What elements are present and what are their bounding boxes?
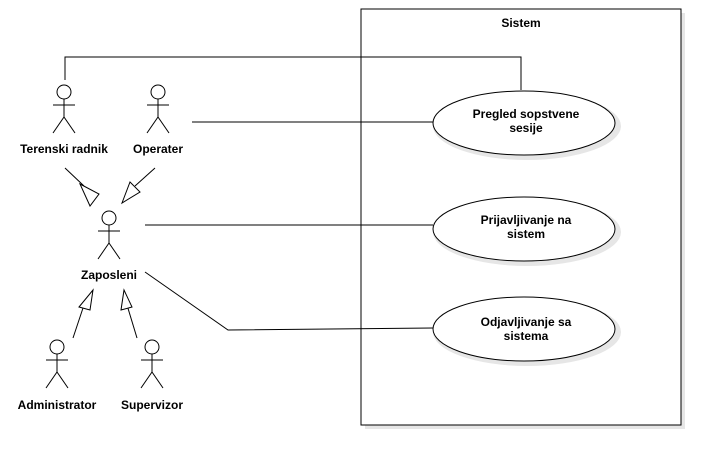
use-case-pregled-line2: sesije bbox=[509, 121, 543, 135]
association-zaposleni-odjavljivanje bbox=[144, 271, 434, 331]
actor-label-supervizor: Supervizor bbox=[121, 398, 183, 412]
use-case-odjavljivanje: Odjavljivanje sa sistema bbox=[432, 296, 621, 366]
actor-administrator bbox=[45, 339, 69, 389]
actor-zaposleni bbox=[97, 210, 121, 260]
association-terenski-pregled bbox=[64, 56, 522, 90]
actor-head bbox=[150, 84, 166, 100]
generalization-terenski-zaposleni bbox=[64, 167, 100, 207]
actor-head bbox=[144, 339, 160, 355]
actor-supervizor bbox=[140, 339, 164, 389]
actor-label-operater: Operater bbox=[133, 142, 183, 156]
actor-operater bbox=[146, 84, 170, 134]
use-case-odjavljivanje-line2: sistema bbox=[504, 329, 549, 343]
generalization-supervizor-zaposleni bbox=[120, 288, 138, 339]
generalization-administrator-zaposleni bbox=[72, 288, 94, 339]
actor-label-zaposleni: Zaposleni bbox=[81, 268, 137, 282]
generalization-operater-zaposleni bbox=[121, 167, 156, 205]
use-case-odjavljivanje-line1: Odjavljivanje sa bbox=[481, 315, 572, 329]
actor-head bbox=[49, 339, 65, 355]
use-case-prijavljivanje-line2: sistem bbox=[507, 227, 545, 241]
use-case-pregled-line1: Pregled sopstvene bbox=[473, 107, 580, 121]
use-case-prijavljivanje-line1: Prijavljivanje na bbox=[481, 213, 572, 227]
actor-head bbox=[56, 84, 72, 100]
use-case-pregled: Pregled sopstvene sesije bbox=[432, 90, 621, 160]
actor-label-administrator: Administrator bbox=[18, 398, 97, 412]
system-title: Sistem bbox=[501, 16, 540, 30]
actor-head bbox=[101, 210, 117, 226]
use-case-prijavljivanje: Prijavljivanje na sistem bbox=[432, 196, 621, 266]
actor-label-terenski: Terenski radnik bbox=[20, 142, 108, 156]
actor-terenski-radnik bbox=[52, 84, 76, 134]
